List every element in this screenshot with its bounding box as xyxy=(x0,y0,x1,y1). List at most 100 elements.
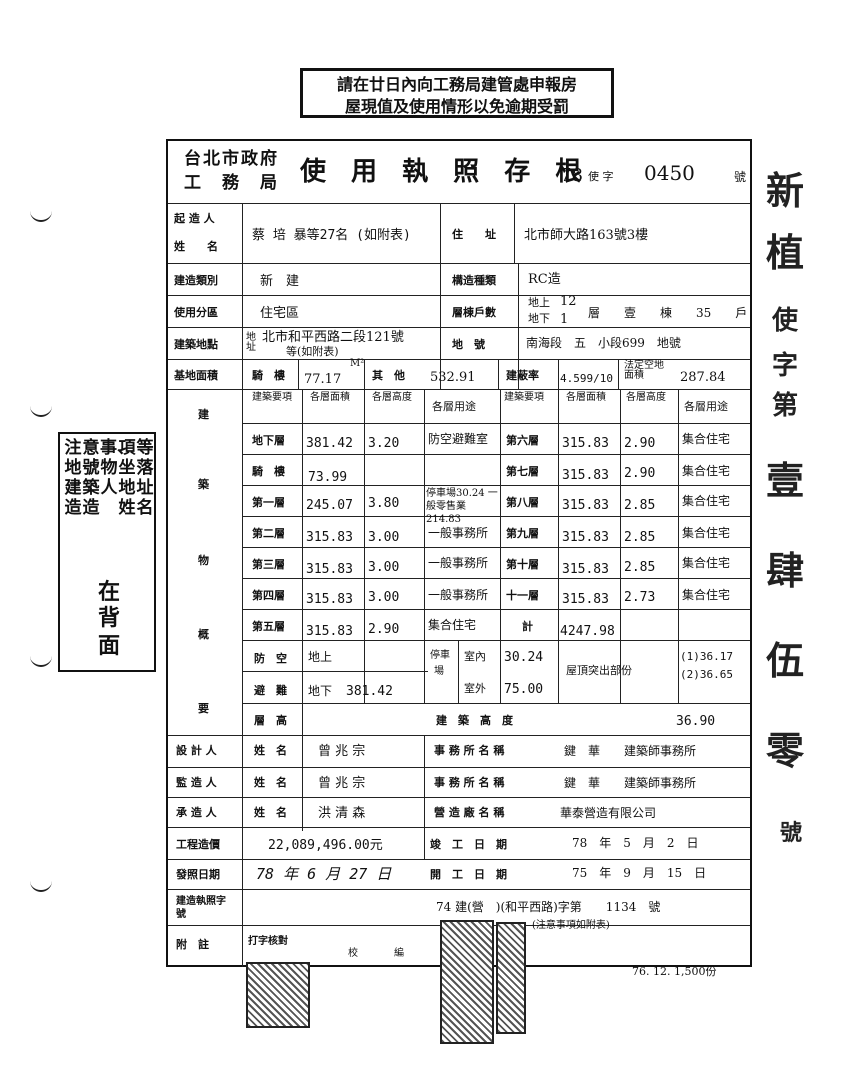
edge-char: 肆 xyxy=(766,548,805,593)
below-label: 地下 xyxy=(528,312,550,325)
side-note-col: 等落址名 xyxy=(136,438,154,518)
agency-line2: 工 務 局 xyxy=(184,173,279,193)
seal-stamp xyxy=(496,922,526,1034)
other-label: 其 他 xyxy=(372,369,405,382)
floor-use: 集合住宅 xyxy=(682,494,731,508)
floor-height: 3.00 xyxy=(368,560,400,575)
side-note-col: 項坐地姓 xyxy=(118,438,136,518)
permit-note: (注意事項如附表) xyxy=(532,920,610,931)
floor-use: 集合住宅 xyxy=(682,464,731,478)
remarks-label: 附 註 xyxy=(176,938,209,951)
site-area-label: 基地面積 xyxy=(174,369,218,382)
edge-char: 字 xyxy=(772,351,799,381)
arcade-area: 77.17 xyxy=(304,372,342,387)
side-label-char: 概 xyxy=(198,628,209,641)
contractor-office: 華泰營造有限公司 xyxy=(560,806,657,820)
side-label-char: 要 xyxy=(198,702,209,715)
side-note-big: 面 xyxy=(98,633,121,659)
start-date: 75 年 9 月 15 日 xyxy=(572,866,707,880)
floor-use: 集合住宅 xyxy=(682,526,731,540)
cost-value: 22,089,496.00元 xyxy=(268,838,383,853)
remarks-c1: 校 xyxy=(348,948,358,959)
supervisor-office-label: 事 務 所 名 稱 xyxy=(434,776,505,789)
parking-in-area: 30.24 xyxy=(504,650,544,665)
floor-height-label: 層 高 xyxy=(254,714,287,727)
side-note-col: 注地建造 xyxy=(64,438,82,518)
form-title: 使 用 執 照 存 根 xyxy=(300,157,590,187)
floor-height: 2.90 xyxy=(368,622,400,637)
floors-label: 層棟戶數 xyxy=(452,306,496,319)
side-note-box: 注地建造 意號築造 事、物人 項坐地姓 等落址名 在 背 面 xyxy=(58,432,156,672)
supervisor-name: 曾 兆 宗 xyxy=(318,776,366,791)
hdr-height: 各層高度 xyxy=(372,392,412,403)
legal-open-label: 法定空地面積 xyxy=(624,360,664,381)
land-number: 南海段 五 小段699 地號 xyxy=(526,336,681,350)
builder-label: 起 造 人 xyxy=(174,212,215,225)
edge-char: 零 xyxy=(766,728,805,773)
notice-line1: 請在廿日內向工務局建管處申報房 xyxy=(336,75,577,94)
hdr-item: 建築要項 xyxy=(252,392,292,403)
builder-name: 蔡 培 暴等27名 (如附表) xyxy=(252,228,411,243)
shelter-below: 地下 xyxy=(308,684,333,698)
floor-name: 第六層 xyxy=(506,434,539,447)
floor-height: 2.90 xyxy=(624,436,656,451)
build-type: 新 建 xyxy=(260,274,300,289)
parking-in-label: 室內 xyxy=(464,650,486,663)
floor-name: 地下層 xyxy=(252,434,285,447)
other-area: 532.91 xyxy=(430,370,476,385)
floor-use: 集合住宅 xyxy=(428,618,477,632)
floor-use: 一般事務所 xyxy=(428,588,489,602)
edge-char: 植 xyxy=(766,230,805,275)
side-note-col: 事、物人 xyxy=(100,438,134,498)
hdr-item: 建築要項 xyxy=(504,392,544,403)
floor-area: 73.99 xyxy=(308,470,348,485)
floor-name: 騎 樓 xyxy=(252,465,285,478)
permit-year: 78 xyxy=(560,165,583,186)
address-label: 住 址 xyxy=(452,228,496,241)
permit-suffix: 號 xyxy=(734,170,747,184)
seal-stamp xyxy=(246,962,310,1028)
permit-word: 使 字 xyxy=(588,170,614,183)
shelter-label: 防 空 xyxy=(254,652,287,665)
parking-out-label: 室外 xyxy=(464,682,486,695)
floor-area: 381.42 xyxy=(306,436,353,451)
floor-use: 一般事務所 xyxy=(428,556,489,570)
designer-office-label: 事 務 所 名 稱 xyxy=(434,744,505,757)
roof-1: (1)36.17 xyxy=(680,650,733,663)
floor-area: 315.83 xyxy=(562,436,609,451)
print-run: 76. 12. 1,500份 xyxy=(632,965,717,978)
designer-name-label: 姓 名 xyxy=(254,744,287,757)
cost-label: 工程造價 xyxy=(176,838,220,851)
floor-use: 集合住宅 xyxy=(682,556,731,570)
units-value: 層 壹 棟 35 戶 xyxy=(588,306,748,320)
floor-name: 十一層 xyxy=(506,589,539,602)
side-note-big: 在 xyxy=(98,579,121,605)
parking-label: 停車 xyxy=(430,650,450,661)
seal-stamp xyxy=(440,920,494,1044)
floor-area: 315.83 xyxy=(562,468,609,483)
permit-number: 0450 xyxy=(644,161,695,185)
designer-name: 曾 兆 宗 xyxy=(318,744,366,759)
floor-name: 第三層 xyxy=(252,558,285,571)
floor-name: 第七層 xyxy=(506,465,539,478)
floor-height: 3.20 xyxy=(368,436,400,451)
floor-area: 315.83 xyxy=(562,592,609,607)
contractor-name-label: 姓 名 xyxy=(254,806,287,819)
edge-char: 使 xyxy=(772,306,799,336)
shelter-below-area: 381.42 xyxy=(346,684,393,699)
hdr-use: 各層用途 xyxy=(432,400,476,413)
floor-name: 第一層 xyxy=(252,496,285,509)
floor-name: 第二層 xyxy=(252,527,285,540)
floor-height: 3.00 xyxy=(368,590,400,605)
floor-height: 2.85 xyxy=(624,560,656,575)
structure-type: RC造 xyxy=(528,272,561,287)
hdr-area: 各層面積 xyxy=(310,392,350,403)
side-note-big: 背 xyxy=(98,605,121,631)
hdr-use: 各層用途 xyxy=(684,400,728,413)
supervisor-role: 監 造 人 xyxy=(176,776,217,789)
floor-height: 3.80 xyxy=(368,496,400,511)
floor-name: 第十層 xyxy=(506,558,539,571)
binder-mark xyxy=(30,405,52,417)
floor-height: 2.85 xyxy=(624,530,656,545)
shelter-above: 地上 xyxy=(308,650,333,664)
